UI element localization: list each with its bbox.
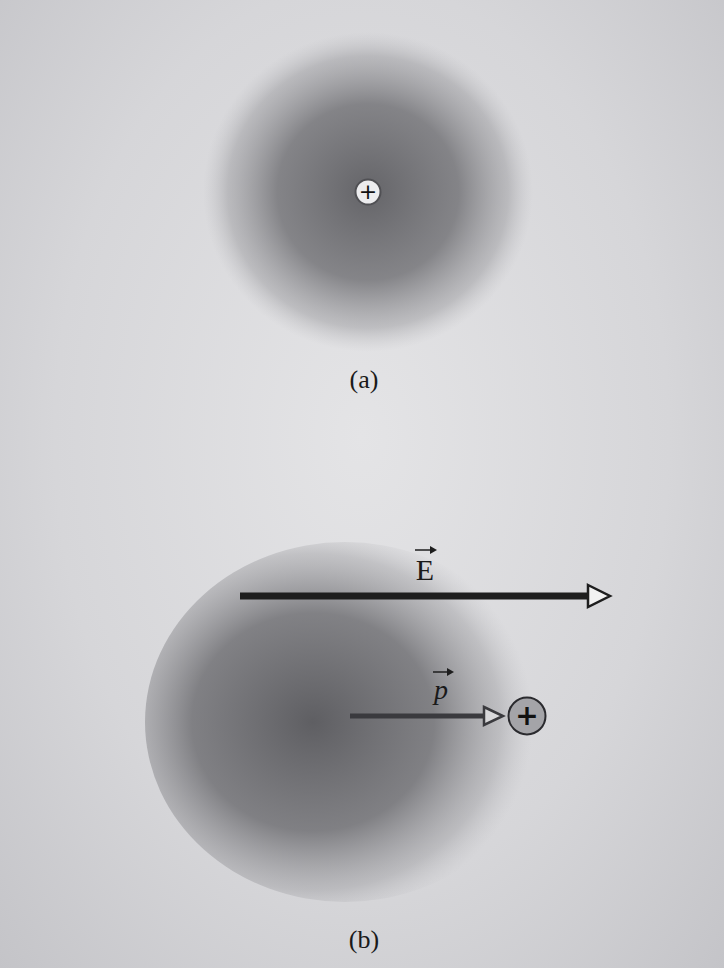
- charge-sign: +: [515, 702, 538, 730]
- arrow-head: [588, 585, 610, 607]
- nucleus-circle: +: [507, 696, 547, 736]
- field-arrow: [240, 593, 590, 600]
- nucleus-circle: +: [354, 178, 382, 206]
- panel-label: (b): [349, 927, 379, 953]
- dipole-arrow: [350, 714, 486, 719]
- electron-cloud: [203, 32, 533, 352]
- vector-accent: [447, 668, 454, 676]
- arrow-head: [484, 707, 503, 725]
- nucleus-disc: [509, 698, 546, 735]
- vector-label: p: [434, 676, 448, 704]
- charge-sign: +: [359, 181, 377, 203]
- nucleus-disc: [356, 180, 381, 205]
- vector-label: E: [416, 555, 434, 585]
- panel-label: (a): [350, 367, 379, 393]
- vector-accent: [430, 546, 437, 554]
